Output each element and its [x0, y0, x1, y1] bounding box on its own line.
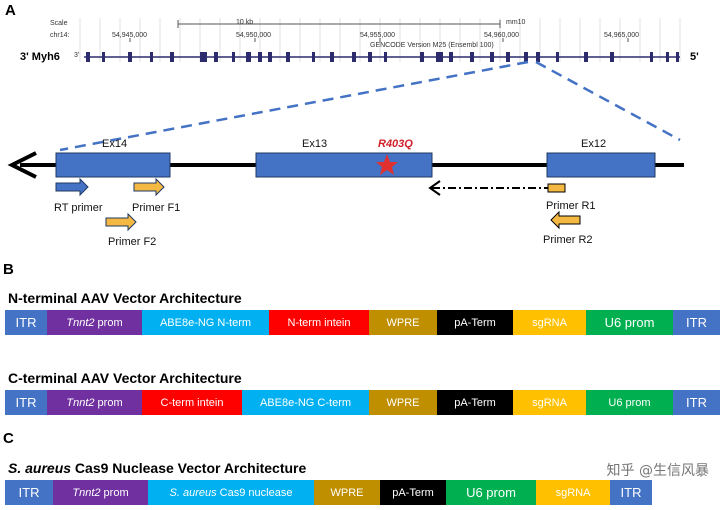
exon-label-ex12: Ex12: [581, 138, 607, 150]
pa-term-segment: pA-Term: [380, 480, 446, 505]
sgrna-segment: sgRNA: [513, 390, 586, 415]
itr-segment: ITR: [5, 390, 47, 415]
panel-label-b: B: [3, 261, 14, 278]
watermark: 知乎 @生信风暴: [606, 463, 709, 479]
itr-segment: ITR: [673, 310, 720, 335]
coordinate-label: 54,965,000: [604, 32, 640, 39]
wpre-segment: WPRE: [369, 390, 437, 415]
genome-track-lines: [79, 18, 681, 62]
coordinate-label: 54,960,000: [484, 32, 520, 39]
c-terminal-vector-title: C-terminal AAV Vector Architecture: [8, 370, 242, 386]
c-terminal-vector: ITR Tnnt2 prom C-term intein ABE8e-NG C-…: [5, 390, 720, 415]
tnnt2-promoter-segment: Tnnt2 prom: [47, 390, 142, 415]
scale-label: Scale: [50, 20, 68, 27]
u6-promoter-segment: U6 prom: [446, 480, 536, 505]
panel-label-a: A: [5, 2, 16, 19]
itr-segment: ITR: [673, 390, 720, 415]
exon-label-ex14: Ex14: [102, 138, 128, 150]
rt-primer-label: RT primer: [54, 202, 103, 214]
saureus-cas9-segment: S. aureus Cas9 nuclease: [148, 480, 314, 505]
saureus-vector: ITR Tnnt2 prom S. aureus Cas9 nuclease W…: [5, 480, 652, 505]
abe8e-ng-n-term-segment: ABE8e-NG N-term: [142, 310, 269, 335]
pa-term-segment: pA-Term: [437, 310, 513, 335]
exon-zoom-diagram: Ex14 Ex13 Ex12 R403Q RT primer Primer F1…: [0, 60, 721, 260]
c-term-intein-segment: C-term intein: [142, 390, 242, 415]
n-terminal-vector-title: N-terminal AAV Vector Architecture: [8, 290, 242, 306]
exon-label-ex13: Ex13: [302, 138, 328, 150]
gene-3-prime-label: 3' Myh6: [20, 51, 60, 63]
gene-3-prime-small-label: 3': [74, 52, 80, 59]
coordinate-label: 54,955,000: [360, 32, 396, 39]
tnnt2-promoter-segment: Tnnt2 prom: [47, 310, 142, 335]
coordinate-label: 54,950,000: [236, 32, 272, 39]
genome-track: Scale chr14: 10 kb mm10 54,945,000 54,95…: [0, 0, 721, 80]
pa-term-segment: pA-Term: [437, 390, 513, 415]
tnnt2-promoter-segment: Tnnt2 prom: [53, 480, 148, 505]
primer-r2-label: Primer R2: [543, 234, 593, 246]
wpre-segment: WPRE: [369, 310, 437, 335]
wpre-segment: WPRE: [314, 480, 380, 505]
coordinate-label: 54,945,000: [112, 32, 148, 39]
u6-promoter-segment: U6 prom: [586, 390, 673, 415]
panel-label-c: C: [3, 430, 14, 447]
saureus-vector-title: S. aureus Cas9 Nuclease Vector Architect…: [8, 460, 307, 476]
sgrna-segment: sgRNA: [536, 480, 610, 505]
u6-promoter-segment: U6 prom: [586, 310, 673, 335]
gene-5-prime-label: 5': [690, 51, 699, 63]
primer-r1-label: Primer R1: [546, 200, 596, 212]
exon-zoom-graphics: [7, 60, 684, 232]
n-term-intein-segment: N-term intein: [269, 310, 369, 335]
assembly-label: mm10: [506, 19, 526, 26]
primer-f2-label: Primer F2: [108, 236, 157, 248]
scale-bar-label: 10 kb: [236, 19, 254, 26]
sgrna-segment: sgRNA: [513, 310, 586, 335]
abe8e-ng-c-term-segment: ABE8e-NG C-term: [242, 390, 369, 415]
itr-segment: ITR: [5, 480, 53, 505]
n-terminal-vector: ITR Tnnt2 prom ABE8e-NG N-term N-term in…: [5, 310, 720, 335]
gene-track-label: GENCODE Version M25 (Ensembl 100): [370, 42, 494, 49]
chrom-label: chr14:: [50, 32, 70, 39]
primer-f1-label: Primer F1: [132, 202, 181, 214]
mutation-label: R403Q: [378, 138, 413, 150]
itr-segment: ITR: [610, 480, 652, 505]
itr-segment: ITR: [5, 310, 47, 335]
